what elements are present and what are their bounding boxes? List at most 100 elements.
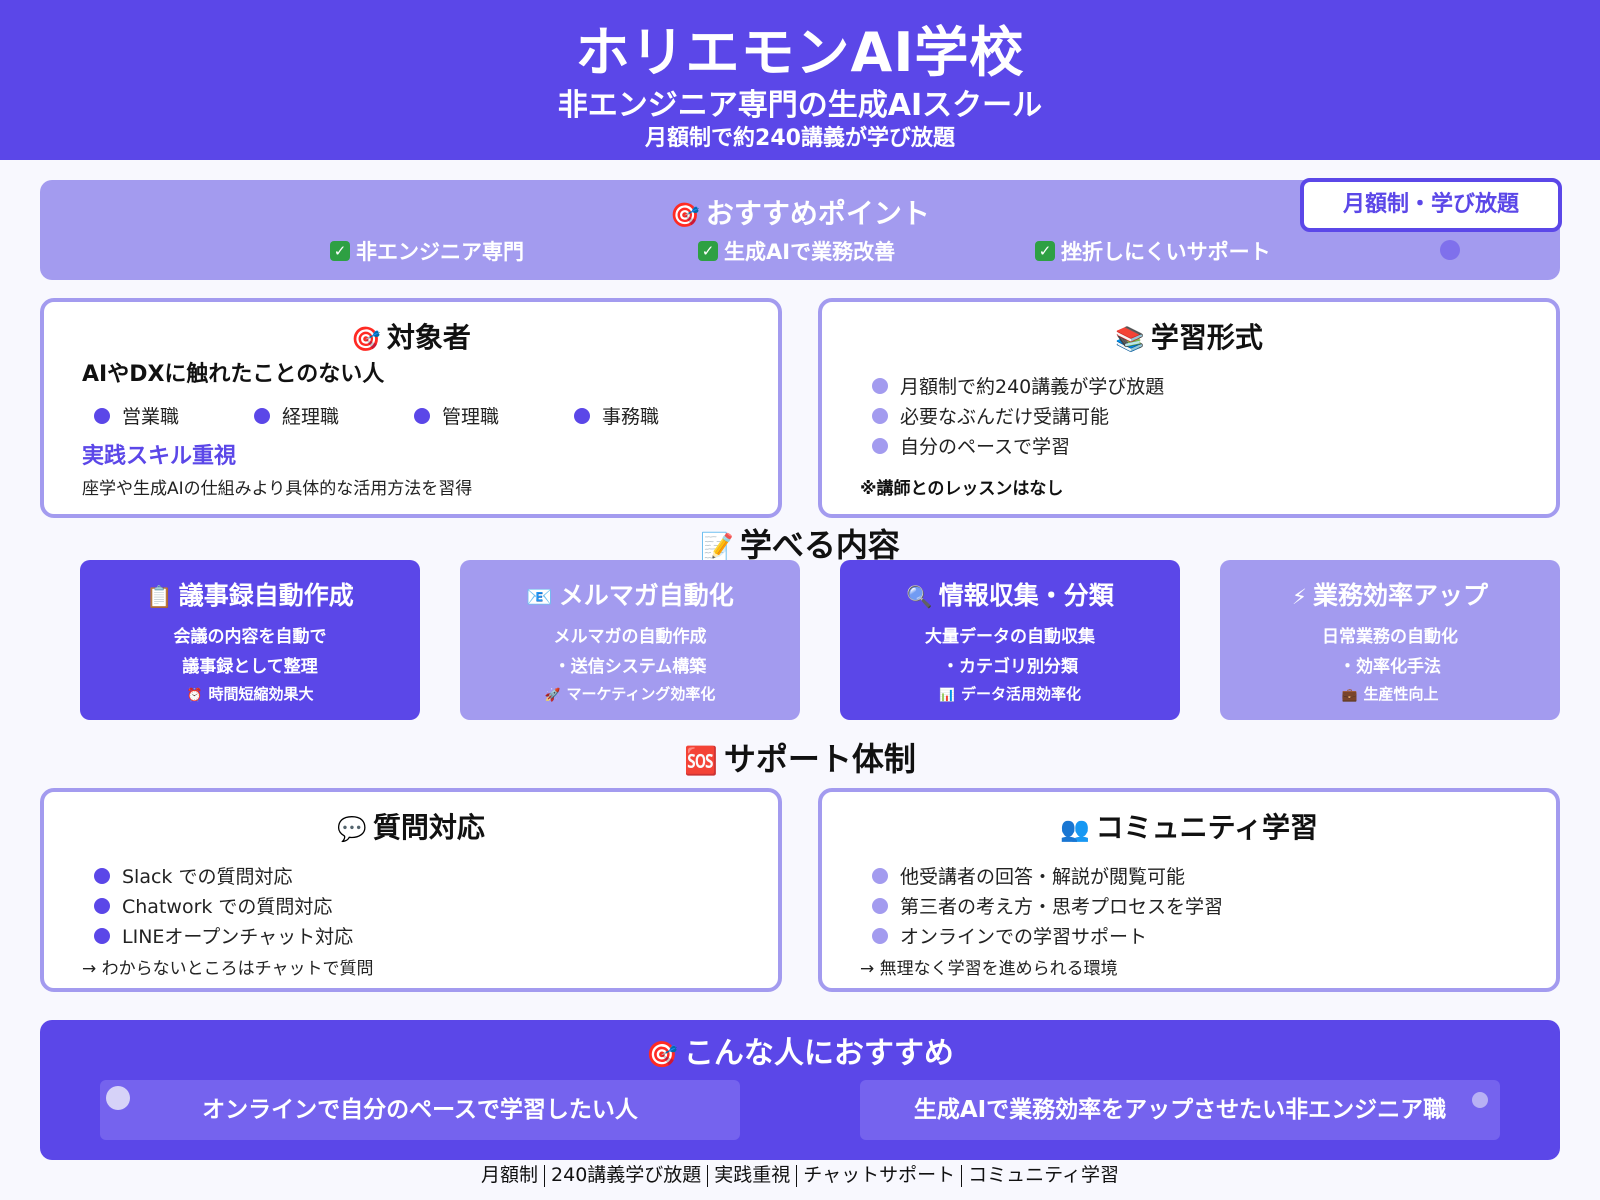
point-item: ✓ 挫折しにくいサポート <box>1035 236 1271 266</box>
separator <box>707 1164 709 1187</box>
speech-bubble-icon: 💬 <box>337 815 367 843</box>
learning-format-card: 📚学習形式 月額制で約240講義が学び放題 必要なぶんだけ受講可能 自分のペース… <box>818 298 1560 518</box>
separator <box>544 1164 546 1187</box>
point-item: ✓生成AIで業務改善 <box>698 236 895 266</box>
target-description: 座学や生成AIの仕組みより具体的な活用方法を習得 <box>82 479 473 499</box>
bullet-icon <box>94 927 110 944</box>
card-title-text: 学習形式 <box>1150 321 1263 354</box>
bullet-icon <box>872 897 888 914</box>
learn-card-benefit-text: マーケティング効率化 <box>566 685 716 703</box>
magnifier-icon: 🔍 <box>906 585 933 610</box>
support-item: Chatwork での質問対応 <box>94 892 332 919</box>
support-item: LINEオープンチャット対応 <box>94 922 353 949</box>
decorative-dot <box>1472 1092 1488 1108</box>
support-item: Slack での質問対応 <box>94 862 292 889</box>
bullet-icon <box>414 407 430 424</box>
card-title: 👥コミュニティ学習 <box>822 806 1556 846</box>
points-title: 🎯おすすめポイント <box>40 192 1560 232</box>
rocket-icon: 🚀 <box>544 688 561 703</box>
community-item: オンラインでの学習サポート <box>872 922 1147 949</box>
card-title: 📚学習形式 <box>822 316 1556 356</box>
learn-card-benefit-text: 生産性向上 <box>1363 685 1439 703</box>
community-item-label: オンラインでの学習サポート <box>900 926 1148 948</box>
separator <box>961 1164 963 1187</box>
briefcase-icon: 💼 <box>1341 688 1358 703</box>
support-item-label: Chatwork での質問対応 <box>122 896 333 918</box>
recommend-title-text: こんな人におすすめ <box>683 1036 954 1071</box>
footer-item: 実践重視 <box>714 1164 791 1186</box>
format-note: ※講師とのレッスンはなし <box>860 479 1064 499</box>
format-item-label: 月額制で約240講義が学び放題 <box>900 376 1165 398</box>
section-title-learn: 📝学べる内容 <box>0 520 1600 566</box>
bullet-icon <box>94 407 110 424</box>
recommend-item: オンラインで自分のペースで学習したい人 <box>100 1080 740 1140</box>
target-icon: 🎯 <box>646 1040 678 1070</box>
learn-card-title: 📋議事録自動作成 <box>80 576 420 612</box>
footer-item: コミュニティ学習 <box>968 1164 1119 1186</box>
check-icon: ✓ <box>1035 241 1055 261</box>
subscription-badge: 月額制・学び放題 <box>1300 178 1562 232</box>
bullet-icon <box>254 407 270 424</box>
learn-card-title: ⚡業務効率アップ <box>1220 576 1560 612</box>
recommend-item: 生成AIで業務効率をアップさせたい非エンジニア職 <box>860 1080 1500 1140</box>
learn-card-efficiency: ⚡業務効率アップ 日常業務の自動化 ・効率化手法 💼生産性向上 <box>1220 560 1560 720</box>
section-title-text: 学べる内容 <box>739 526 900 564</box>
role-item: 事務職 <box>574 402 659 429</box>
recommend-title: 🎯こんな人におすすめ <box>40 1028 1560 1072</box>
card-title: 💬質問対応 <box>44 806 778 846</box>
community-item-label: 第三者の考え方・思考プロセスを学習 <box>900 896 1224 918</box>
support-note: → わからないところはチャットで質問 <box>82 959 374 979</box>
role-item: 管理職 <box>414 402 499 429</box>
role-item: 営業職 <box>94 402 179 429</box>
bullet-icon <box>872 867 888 884</box>
learn-card-title-text: 情報収集・分類 <box>938 581 1114 610</box>
sos-icon: 🆘 <box>684 746 718 777</box>
section-title-support: 🆘サポート体制 <box>0 734 1600 780</box>
target-audience-card: 🎯対象者 AIやDXに触れたことのない人 営業職 経理職 管理職 事務職 実践ス… <box>40 298 782 518</box>
check-icon: ✓ <box>330 241 350 261</box>
bullet-icon <box>872 407 888 424</box>
community-note: → 無理なく学習を進められる環境 <box>860 959 1118 979</box>
role-item: 経理職 <box>254 402 339 429</box>
role-label: 事務職 <box>602 406 660 428</box>
page-title: ホリエモンAI学校 <box>575 21 1025 84</box>
bullet-icon <box>872 927 888 944</box>
target-headline: AIやDXに触れたことのない人 <box>82 362 385 387</box>
target-icon: 🎯 <box>670 201 700 229</box>
learn-card-line: ・効率化手法 <box>1339 657 1441 677</box>
point-item: ✓非エンジニア専門 <box>330 236 524 266</box>
format-item-label: 必要なぶんだけ受講可能 <box>900 406 1110 428</box>
decorative-dot <box>106 1086 130 1110</box>
learn-card-line: ・送信システム構築 <box>553 657 707 677</box>
clipboard-icon: 📋 <box>146 585 173 610</box>
format-item-label: 自分のペースで学習 <box>900 436 1071 458</box>
footer-item: 240講義学び放題 <box>551 1164 702 1186</box>
check-icon: ✓ <box>698 241 718 261</box>
community-item: 他受講者の回答・解説が閲覧可能 <box>872 862 1185 889</box>
bullet-icon <box>574 407 590 424</box>
community-item-label: 他受講者の回答・解説が閲覧可能 <box>900 866 1186 888</box>
learn-card-benefit-text: 時間短縮効果大 <box>208 685 314 703</box>
page-tagline: 月額制で約240講義が学び放題 <box>645 126 955 151</box>
support-item-label: Slack での質問対応 <box>122 866 293 888</box>
card-title: 🎯対象者 <box>44 316 778 356</box>
card-title-text: 質問対応 <box>372 811 485 844</box>
format-item: 月額制で約240講義が学び放題 <box>872 372 1164 399</box>
target-icon: 🎯 <box>351 325 381 353</box>
points-title-text: おすすめポイント <box>705 197 930 230</box>
learn-card-title-text: 議事録自動作成 <box>178 581 354 610</box>
alarm-clock-icon: ⏰ <box>186 688 203 703</box>
learn-card-newsletter: 📧メルマガ自動化 メルマガの自動作成 ・送信システム構築 🚀マーケティング効率化 <box>460 560 800 720</box>
footer-item: チャットサポート <box>803 1164 956 1186</box>
learn-card-line: メルマガの自動作成 <box>553 627 707 647</box>
learn-card-benefit: 📊データ活用効率化 <box>840 683 1180 704</box>
lightning-icon: ⚡ <box>1292 585 1307 610</box>
learn-card-line: 会議の内容を自動で <box>173 627 327 647</box>
role-label: 営業職 <box>122 406 180 428</box>
point-item-label: 挫折しにくいサポート <box>1061 240 1271 264</box>
bullet-icon <box>94 897 110 914</box>
practical-skill-emphasis: 実践スキル重視 <box>82 444 237 469</box>
learn-card-line: ・カテゴリ別分類 <box>942 657 1078 677</box>
footer-item: 月額制 <box>481 1164 539 1186</box>
card-title-text: 対象者 <box>386 321 471 354</box>
